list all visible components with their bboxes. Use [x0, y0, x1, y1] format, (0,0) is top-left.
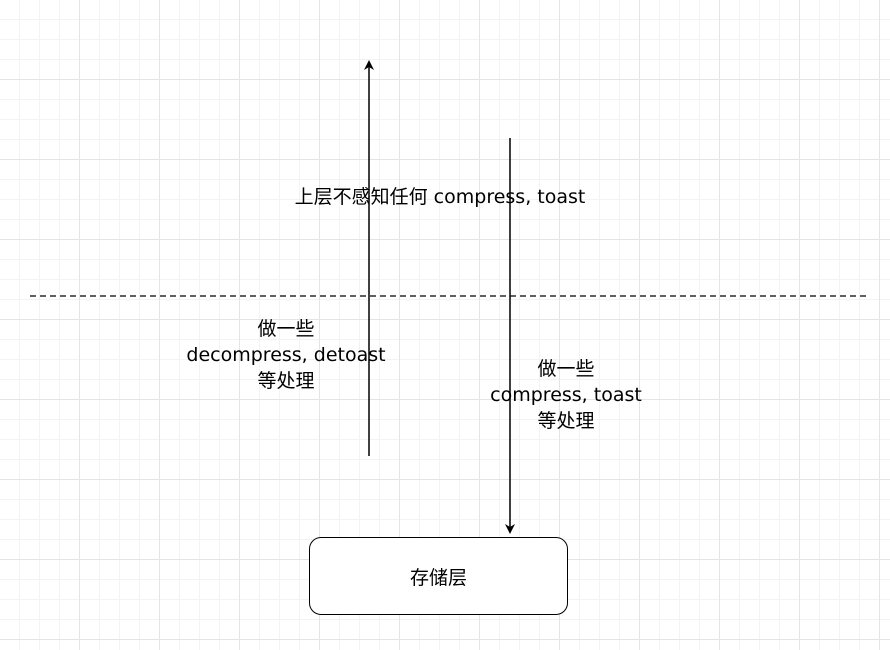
storage-layer-box: 存储层 [309, 537, 568, 615]
decompress-label: 做一些 decompress, detoast 等处理 [156, 316, 416, 394]
decompress-label-line-1: 做一些 [257, 318, 315, 340]
decompress-label-line-2: decompress, detoast [186, 344, 386, 366]
upper-layer-label-text: 上层不感知任何 compress, toast [294, 186, 586, 208]
compress-label: 做一些 compress, toast 等处理 [436, 356, 696, 434]
upper-layer-label: 上层不感知任何 compress, toast [240, 184, 640, 210]
compress-label-line-2: compress, toast [490, 384, 642, 406]
storage-layer-label: 存储层 [409, 566, 467, 589]
decompress-label-line-3: 等处理 [257, 370, 315, 392]
compress-label-line-3: 等处理 [537, 410, 595, 432]
compress-label-line-1: 做一些 [537, 358, 595, 380]
